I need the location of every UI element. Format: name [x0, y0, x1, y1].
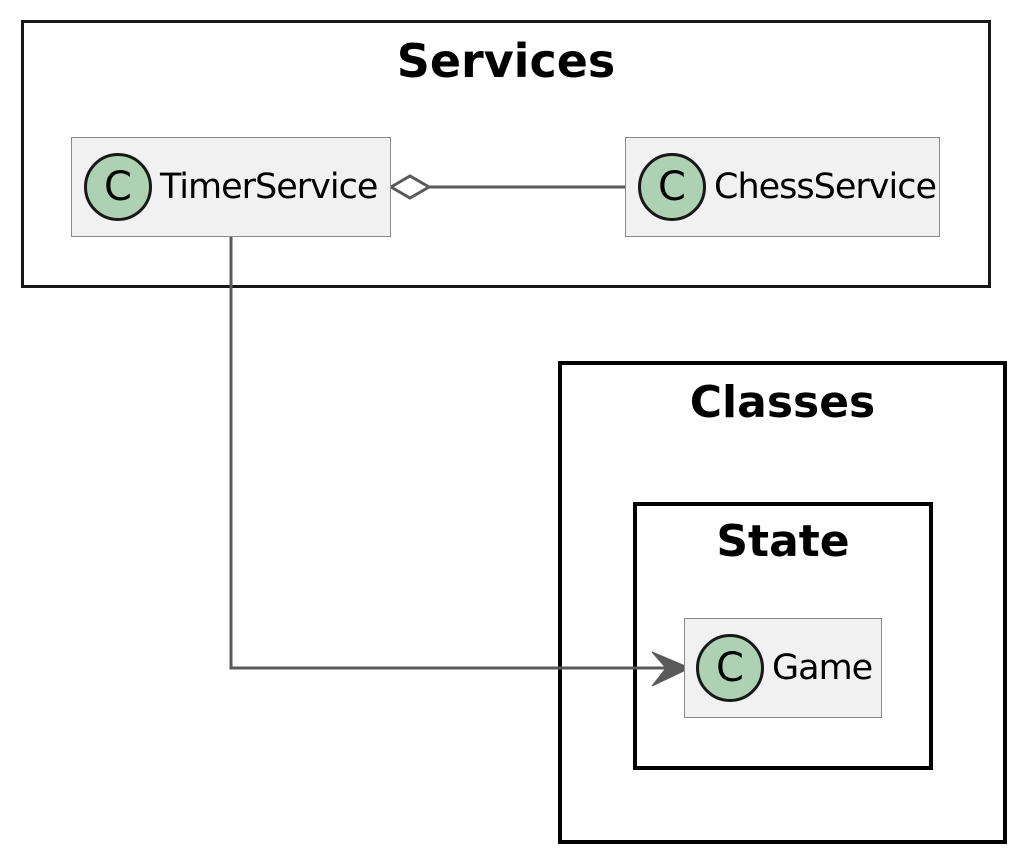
class-game[interactable]: C Game	[684, 618, 882, 718]
class-name: ChessService	[714, 167, 937, 207]
class-name: TimerService	[160, 167, 378, 207]
package-title-state: State	[716, 516, 850, 567]
package-title-services: Services	[396, 34, 616, 88]
class-timerservice[interactable]: C TimerService	[71, 137, 391, 237]
package-title-classes: Classes	[689, 377, 876, 428]
class-c-icon: C	[638, 153, 706, 221]
class-chessservice[interactable]: C ChessService	[625, 137, 940, 237]
class-c-icon: C	[696, 634, 764, 702]
class-name: Game	[772, 648, 873, 688]
class-c-icon: C	[84, 153, 152, 221]
